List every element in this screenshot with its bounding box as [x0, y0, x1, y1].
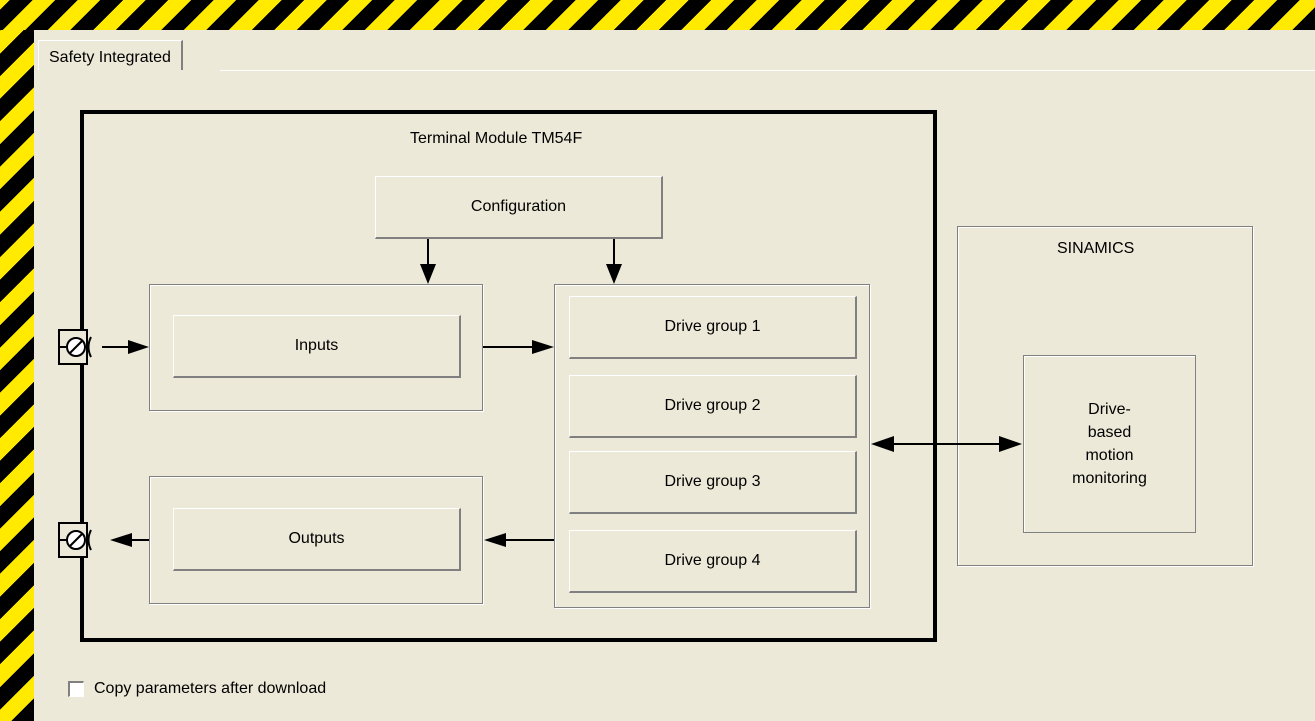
monitoring-line-4: monitoring	[1072, 470, 1147, 487]
copy-parameters-option[interactable]: Copy parameters after download	[68, 680, 326, 698]
monitoring-line-1: Drive-	[1088, 401, 1131, 418]
tab-strip-divider	[220, 70, 1315, 71]
drive-groups-box	[554, 284, 870, 608]
inputs-button[interactable]: Inputs	[173, 315, 461, 378]
motion-monitoring-box[interactable]: Drive- based motion monitoring	[1023, 355, 1196, 533]
monitoring-line-3: motion	[1085, 447, 1134, 464]
drive-group-3-button[interactable]: Drive group 3	[569, 451, 857, 514]
terminal-module-frame	[80, 110, 937, 642]
drive-group-4-button[interactable]: Drive group 4	[569, 530, 857, 593]
output-terminal-icon	[58, 522, 92, 558]
hazard-stripe-left	[0, 0, 34, 721]
input-terminal-icon	[58, 329, 92, 365]
drive-group-2-button[interactable]: Drive group 2	[569, 375, 857, 438]
hazard-stripe-top	[0, 0, 1315, 30]
outputs-button[interactable]: Outputs	[173, 508, 461, 571]
monitoring-line-2: based	[1087, 424, 1132, 441]
sinamics-title: SINAMICS	[1057, 240, 1135, 257]
configuration-button[interactable]: Configuration	[375, 176, 663, 239]
drive-group-1-button[interactable]: Drive group 1	[569, 296, 857, 359]
copy-parameters-checkbox[interactable]	[68, 681, 84, 697]
copy-parameters-label: Copy parameters after download	[94, 680, 327, 697]
inputs-group-box	[149, 284, 483, 411]
sinamics-box	[957, 226, 1253, 566]
outputs-group-box	[149, 476, 483, 604]
terminal-module-title: Terminal Module TM54F	[410, 130, 583, 147]
tab-safety-integrated[interactable]: Safety Integrated	[38, 40, 183, 70]
